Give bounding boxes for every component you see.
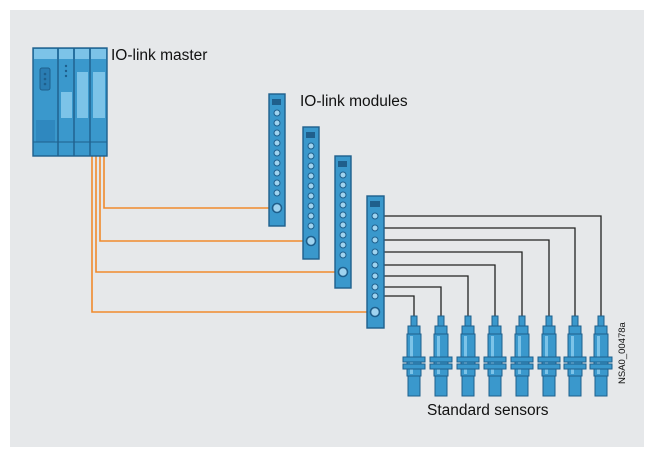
standard-sensor-7	[563, 315, 587, 397]
cable-to-module-1	[103, 156, 272, 209]
cable-to-module-3	[95, 156, 338, 273]
sensor-cable-8	[384, 215, 602, 316]
sensor-cable-3	[384, 275, 469, 316]
cable-to-module-4	[91, 156, 370, 313]
cable-to-module-2	[99, 156, 306, 242]
sensor-cables	[384, 215, 602, 316]
sensor-cable-1	[384, 295, 415, 316]
io-link-module-3	[334, 155, 352, 289]
standard-sensor-1	[402, 315, 426, 397]
standard-sensor-4	[483, 315, 507, 397]
master-label: IO-link master	[111, 47, 208, 64]
sensor-cable-4	[384, 264, 496, 316]
sensor-cable-6	[384, 239, 550, 316]
standard-sensor-5	[510, 315, 534, 397]
io-link-module-4	[366, 195, 385, 329]
standard-sensor-6	[537, 315, 561, 397]
sensor-cable-2	[384, 286, 442, 316]
standard-sensor-8	[589, 315, 613, 397]
sensors-label: Standard sensors	[427, 402, 549, 419]
sensor-cable-5	[384, 251, 523, 316]
io-link-master	[32, 47, 108, 157]
io-link-cables	[91, 156, 370, 313]
modules-label: IO-link modules	[300, 93, 408, 110]
io-link-module-1	[268, 93, 286, 227]
io-link-module-2	[302, 126, 320, 260]
standard-sensor-2	[429, 315, 453, 397]
drawing-code: NSA0_00478a	[617, 322, 628, 384]
standard-sensor-3	[456, 315, 480, 397]
sensor-cable-7	[384, 227, 576, 316]
